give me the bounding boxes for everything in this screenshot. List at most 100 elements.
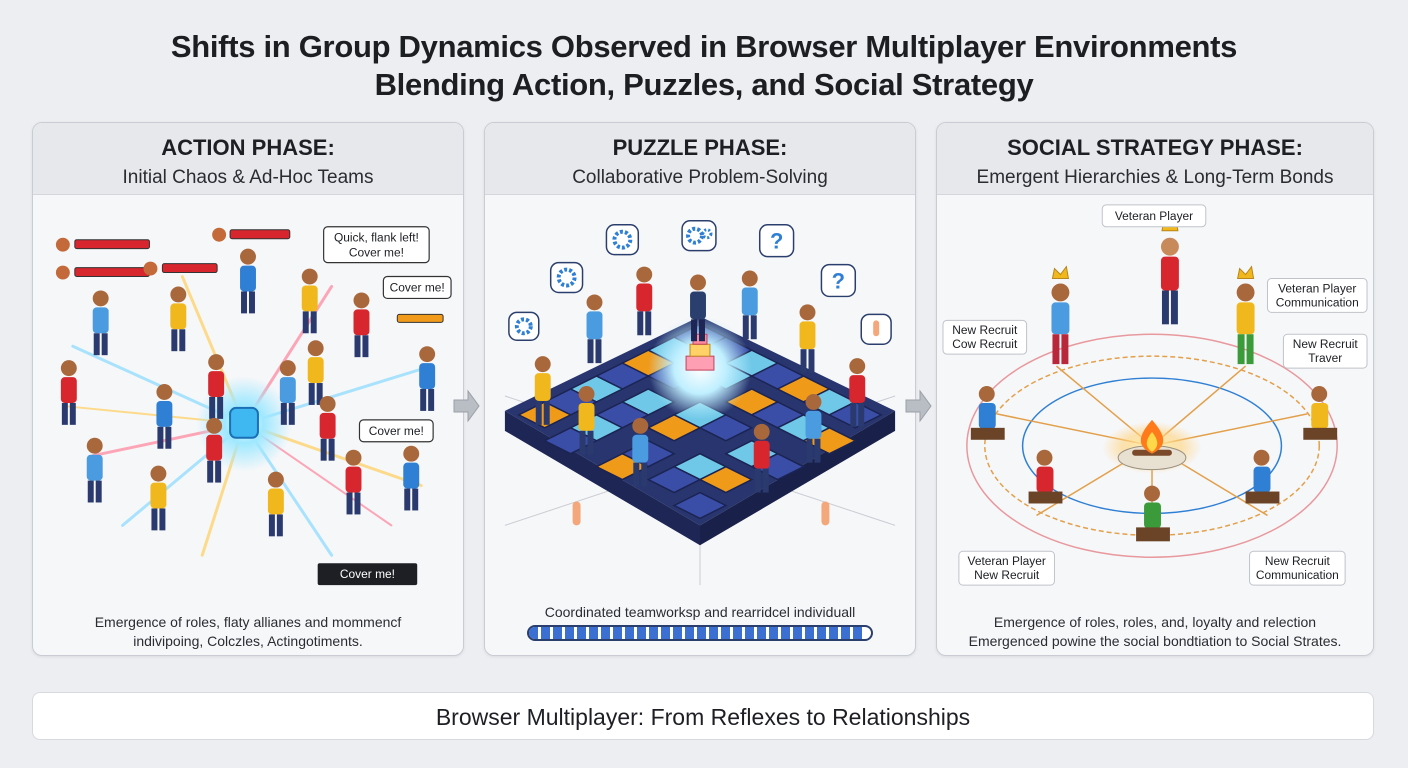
tag-text: Veteran Player: [968, 554, 1046, 568]
player-figure: [353, 292, 370, 358]
phase-subtitle: Emergent Hierarchies & Long-Term Bonds: [976, 167, 1334, 188]
social-strategy-phase-panel: SOCIAL STRATEGY PHASE: Emergent Hierarch…: [936, 122, 1374, 656]
players: [970, 237, 1338, 542]
social-scene: Veteran Player Veteran Player Communicat…: [937, 196, 1373, 586]
panel-header: SOCIAL STRATEGY PHASE: Emergent Hierarch…: [937, 123, 1373, 195]
phase-subtitle: Collaborative Problem-Solving: [572, 167, 828, 188]
caption-line: Emergenced powine the social bondtiation…: [968, 633, 1342, 649]
bubble-text: Quick, flank left!: [334, 231, 419, 245]
player-figure: [403, 445, 420, 511]
role-tag: New Recruit Cow Recruit: [942, 319, 1028, 355]
player-figure: [1136, 485, 1170, 542]
player-figure: [419, 346, 436, 411]
player-figure: [578, 386, 595, 455]
gear-icon: [605, 224, 640, 256]
player-figure: [805, 393, 822, 463]
speech-bubble: Cover me!: [317, 563, 418, 586]
players: [534, 266, 866, 493]
pointing-hand-icon: [572, 501, 581, 526]
action-scene: Quick, flank left! Cover me! Cover me! C…: [33, 196, 463, 586]
player-figure: [741, 270, 758, 340]
player-figure: [345, 449, 362, 515]
pointing-hand-icon: [860, 313, 892, 345]
player-figure: [240, 248, 256, 314]
puzzle-phase-panel: PUZZLE PHASE: Collaborative Problem-Solv…: [484, 122, 916, 656]
player-figure: [206, 417, 223, 483]
tag-text: Traver: [1308, 351, 1342, 365]
phase-caption: Coordinated teamworksp and rearridcel in…: [544, 604, 856, 620]
question-icon: ?: [820, 263, 857, 298]
bubble-text: Cover me!: [349, 246, 404, 260]
player-figure: [307, 340, 324, 405]
svg-text:?: ?: [832, 268, 845, 293]
player-figure: [636, 266, 653, 336]
role-tag: Veteran Player Communication: [1266, 278, 1368, 313]
phase-caption: Emergence of roles, flaty allianes and m…: [43, 613, 453, 651]
crown-icon: [1237, 265, 1255, 280]
tag-text: Veteran Player: [1115, 209, 1193, 223]
player-figure: [690, 274, 706, 342]
gear-icon: [681, 220, 717, 252]
title-line-2: Blending Action, Puzzles, and Social Str…: [374, 67, 1034, 102]
arrow-right-icon: [905, 389, 932, 423]
player-figure: [156, 384, 173, 449]
role-tag: New Recruit Traver: [1282, 333, 1368, 369]
title-line-1: Shifts in Group Dynamics Observed in Bro…: [170, 29, 1238, 64]
svg-text:?: ?: [770, 229, 783, 254]
caption-line: indivipoing, Colczles, Actingotiments.: [133, 633, 363, 649]
panel-header: ACTION PHASE: Initial Chaos & Ad-Hoc Tea…: [33, 123, 463, 195]
player-figure: [970, 386, 1005, 440]
action-illustration: Quick, flank left! Cover me! Cover me! C…: [55, 226, 452, 586]
player-figure: [1028, 449, 1063, 504]
puzzle-illustration: ? ?: [504, 220, 896, 586]
tag-text: New Recruit: [1265, 554, 1331, 568]
phase-subtitle: Initial Chaos & Ad-Hoc Teams: [122, 167, 374, 188]
player-figure: [267, 471, 284, 537]
player-figure: [1051, 283, 1070, 365]
page-title: Shifts in Group Dynamics Observed in Bro…: [0, 28, 1408, 104]
team-progress-bar: [527, 625, 873, 641]
tag-text: Communication: [1256, 568, 1339, 582]
role-tag: Veteran Player New Recruit: [958, 550, 1055, 586]
caption-line: Emergence of roles, flaty allianes and m…: [94, 614, 402, 630]
bubble-text: Cover me!: [340, 567, 395, 581]
speech-bubble: Cover me!: [382, 275, 452, 300]
speech-bubble: Cover me!: [358, 419, 434, 443]
role-tag: Veteran Player: [1101, 204, 1207, 228]
puzzle-scene: ? ?: [485, 196, 915, 586]
tag-text: Cow Recruit: [952, 337, 1018, 351]
player-figure: [586, 294, 603, 364]
health-bars: [55, 227, 444, 323]
phase-title: ACTION PHASE:: [161, 135, 335, 160]
pointing-hand-icon: [821, 501, 830, 526]
arrow-right-icon: [453, 389, 480, 423]
crown-icon: [1051, 265, 1069, 280]
player-figure: [534, 356, 551, 425]
player-figure: [1160, 237, 1179, 325]
tag-text: New Recruit: [974, 568, 1040, 582]
question-icon: ?: [758, 224, 795, 258]
speech-bubble: Quick, flank left! Cover me!: [323, 226, 430, 264]
panel-header: PUZZLE PHASE: Collaborative Problem-Solv…: [485, 123, 915, 195]
gear-icon: [508, 311, 540, 341]
phase-title: SOCIAL STRATEGY PHASE:: [1007, 135, 1303, 160]
player-figure: [319, 395, 336, 461]
bubble-text: Cover me!: [369, 424, 424, 438]
gear-icon: [549, 261, 584, 294]
player-figure: [849, 358, 866, 427]
player-figure: [753, 423, 770, 493]
caption-line: Emergence of roles, roles, and, loyalty …: [993, 614, 1317, 630]
bubble-text: Cover me!: [390, 280, 445, 294]
player-figure: [170, 286, 187, 352]
tag-text: New Recruit: [1293, 337, 1359, 351]
player-figure: [208, 354, 225, 419]
player-figure: [632, 417, 649, 487]
player-figure: [1236, 283, 1255, 365]
role-tag: New Recruit Communication: [1249, 550, 1346, 586]
action-phase-panel: ACTION PHASE: Initial Chaos & Ad-Hoc Tea…: [32, 122, 464, 656]
phase-caption: Emergence of roles, roles, and, loyalty …: [947, 613, 1363, 651]
tag-text: Veteran Player: [1278, 281, 1356, 295]
player-figure: [1245, 449, 1280, 504]
tag-text: New Recruit: [952, 323, 1018, 337]
player-figure: [92, 290, 109, 356]
